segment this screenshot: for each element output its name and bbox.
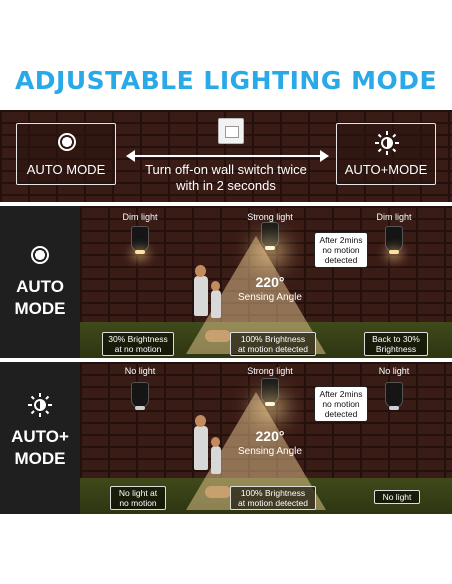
instruction-line-1: Turn off-on wall switch twice (145, 162, 307, 177)
callout-line-3: detected (324, 409, 358, 419)
arrow-right-icon (320, 150, 329, 162)
auto-mode-box: AUTO MODE (16, 123, 116, 185)
double-arrow-icon (132, 155, 324, 157)
mode-name-line-1: AUTO+ (11, 427, 69, 446)
auto-mode-icon (58, 133, 76, 151)
note-line-1: 30% Brightness (108, 334, 168, 344)
mode-name-line-2: MODE (14, 449, 66, 468)
note-line-2: at no motion (114, 344, 162, 354)
adult-figure (194, 276, 208, 316)
left-lamp-label: No light (124, 366, 156, 376)
child-head (211, 437, 220, 447)
right-brightness-note: No light (374, 490, 420, 504)
auto-plus-mode-icon (375, 131, 399, 155)
auto-mode-scene: Dim light Strong light Dim light After 2… (80, 206, 452, 358)
left-brightness-note: 30% Brightness at no motion (102, 332, 174, 356)
switch-instruction: Turn off-on wall switch twice with in 2 … (120, 162, 332, 194)
note-line-1: No light (382, 492, 412, 502)
auto-plus-mode-box: AUTO+MODE (336, 123, 436, 185)
auto-plus-mode-panel: AUTO+ MODE No light Strong light No ligh… (0, 362, 452, 514)
left-lamp-icon (131, 382, 149, 410)
center-lamp-icon (261, 378, 279, 406)
mode-name-line-1: AUTO (16, 277, 64, 296)
callout-line-1: After 2mins (319, 389, 363, 399)
adult-head (195, 415, 206, 427)
right-lamp-icon (385, 382, 403, 410)
center-lamp-icon (261, 222, 279, 250)
callout-line-1: After 2mins (319, 235, 363, 245)
right-lamp-label: Dim light (376, 212, 412, 222)
auto-mode-icon (31, 246, 49, 264)
adult-figure (194, 426, 208, 470)
callout-line-2: no motion (322, 245, 360, 255)
left-lamp-icon (131, 226, 149, 254)
auto-plus-mode-icon (28, 393, 52, 417)
note-line-1: 100% Brightness (240, 488, 306, 498)
child-figure (211, 290, 221, 318)
left-brightness-note: No light at no motion (110, 486, 166, 510)
auto-mode-panel: AUTO MODE Dim light Strong light Dim lig… (0, 206, 452, 358)
note-line-2: no motion (119, 498, 157, 508)
callout-line-3: detected (324, 255, 358, 265)
right-lamp-icon (385, 226, 403, 254)
note-line-1: No light at (118, 488, 158, 498)
note-line-1: Back to 30% (372, 334, 420, 344)
auto-plus-mode-sidebar: AUTO+ MODE (0, 362, 80, 514)
right-lamp-label: No light (378, 366, 410, 376)
right-brightness-note: Back to 30% Brightness (364, 332, 428, 356)
dog-figure (205, 486, 231, 498)
page-title: ADJUSTABLE LIGHTING MODE (14, 66, 438, 95)
switch-band: AUTO MODE Turn off-on wall switch twice … (0, 110, 452, 202)
auto-plus-mode-label: AUTO+MODE (344, 162, 428, 177)
center-brightness-note: 100% Brightness at motion detected (230, 486, 316, 510)
arrow-left-icon (126, 150, 135, 162)
after-2mins-callout: After 2mins no motion detected (314, 232, 368, 268)
callout-line-2: no motion (322, 399, 360, 409)
wall-switch-icon (218, 118, 244, 144)
child-figure (211, 446, 221, 474)
sensing-angle-value: 220° (255, 428, 285, 444)
center-lamp-label: Strong light (247, 366, 293, 376)
dog-figure (205, 330, 231, 342)
note-line-1: 100% Brightness (240, 334, 306, 344)
note-line-2: at motion detected (238, 344, 308, 354)
child-head (211, 281, 220, 291)
auto-mode-sidebar: AUTO MODE (0, 206, 80, 358)
after-2mins-callout: After 2mins no motion detected (314, 386, 368, 422)
center-lamp-label: Strong light (247, 212, 293, 222)
sensing-angle-label: Sensing Angle (238, 446, 302, 457)
adult-head (195, 265, 206, 277)
mode-name-line-2: MODE (14, 299, 66, 318)
left-lamp-label: Dim light (122, 212, 158, 222)
note-line-2: at motion detected (238, 498, 308, 508)
sensing-angle-label: Sensing Angle (238, 292, 302, 303)
instruction-line-2: with in 2 seconds (176, 178, 276, 193)
auto-plus-mode-scene: No light Strong light No light After 2mi… (80, 362, 452, 514)
center-brightness-note: 100% Brightness at motion detected (230, 332, 316, 356)
auto-mode-label: AUTO MODE (26, 162, 106, 177)
sensing-angle-value: 220° (255, 274, 285, 290)
note-line-2: Brightness (375, 344, 417, 354)
